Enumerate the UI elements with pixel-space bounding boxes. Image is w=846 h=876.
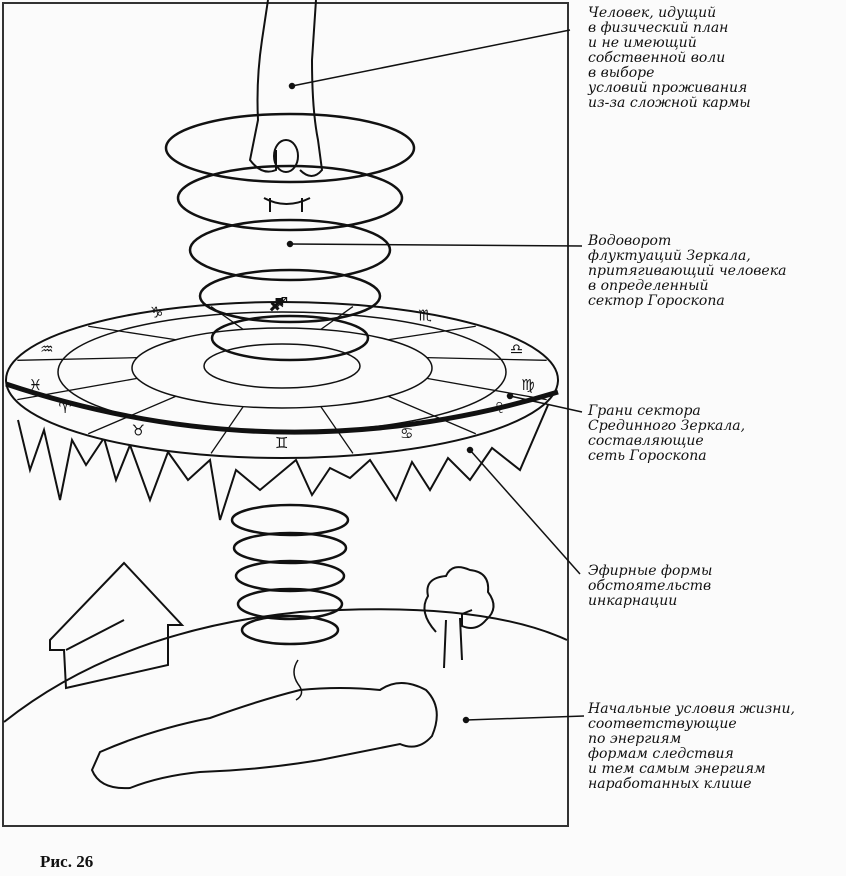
annotation-line: составляющие — [588, 433, 704, 449]
figure-caption: Рис. 26 — [40, 852, 94, 871]
upper-spiral — [164, 112, 416, 362]
zodiac-sign: ♑ — [150, 303, 163, 321]
zodiac-sign: ♍ — [521, 376, 534, 394]
navel-cord — [293, 659, 303, 701]
zodiac-sign: ♏ — [418, 307, 432, 325]
annotation-line: в физический план — [588, 20, 729, 36]
annotation-line: Срединного Зеркала, — [588, 418, 746, 434]
drawing-border — [2, 2, 569, 827]
annotation-line: в выборе — [588, 65, 655, 81]
lower-spiral — [230, 503, 350, 646]
annotation-line: Человек, идущий — [588, 5, 717, 21]
svg-text:♐: ♐ — [270, 296, 283, 314]
annotation-line: формам следствия — [588, 746, 734, 762]
annotation-line: флуктуаций Зеркала, — [588, 248, 751, 264]
ether-icicles — [17, 404, 549, 521]
annotation-line: сеть Гороскопа — [588, 448, 707, 464]
annotation-line: в определенный — [588, 278, 709, 294]
zodiac-sign: ♋ — [400, 425, 413, 443]
zodiac-sign: ♓ — [29, 376, 42, 394]
horoscope-disk: ♓ ♒ ♑ ♐ ♏ ♎ ♍ ♌ ♋ ♊ ♉ ♈ — [5, 294, 559, 459]
annotation-line: сектор Гороскопа — [588, 293, 725, 309]
sector-spoke — [387, 395, 477, 435]
annotation-line: соответствующие — [588, 716, 737, 732]
sector-spoke — [17, 356, 138, 361]
annotation-line: и тем самым энергиям — [588, 761, 766, 777]
zodiac-sign: ♌ — [492, 399, 505, 417]
annotation-line: инкарнации — [588, 593, 678, 609]
annotation-line: наработанных клише — [588, 776, 752, 792]
house — [49, 561, 185, 690]
sector-spoke — [320, 406, 354, 454]
sector-spoke — [426, 377, 547, 401]
annotation-line: Начальные условия жизни, — [588, 701, 795, 717]
sector-spoke — [210, 406, 244, 454]
sector-spoke — [426, 356, 547, 361]
annotation-line: условий проживания — [588, 80, 748, 96]
tree — [423, 566, 495, 669]
zodiac-sign: ♐ — [275, 294, 288, 312]
leader-lines — [286, 29, 585, 724]
annotation-line: из-за сложной кармы — [588, 95, 751, 111]
zodiac-sign: ♈ — [58, 399, 71, 417]
annotation-line: собственной воли — [588, 50, 726, 66]
annotation-line: обстоятельств — [588, 578, 712, 594]
sector-spoke — [88, 325, 177, 341]
zodiac-sign: ♉ — [132, 421, 145, 439]
descending-hand: ♐ — [248, 0, 324, 315]
annotation-line: Водоворот — [588, 233, 672, 249]
sector-spoke — [387, 325, 476, 341]
annotation-line: и не имеющий — [588, 35, 697, 51]
zodiac-sign: ♒ — [40, 340, 53, 358]
lying-person — [90, 682, 438, 790]
sector-spoke — [17, 377, 138, 401]
annotation-line: Эфирные формы — [588, 563, 713, 579]
sector-spoke — [87, 395, 177, 435]
annotation-line: Грани сектора — [588, 403, 701, 419]
ground-hill — [3, 608, 568, 723]
annotation-line: по энергиям — [588, 731, 682, 747]
zodiac-sign: ♎ — [510, 340, 523, 358]
annotation-line: притягивающий человека — [588, 263, 787, 279]
zodiac-sign: ♊ — [275, 434, 288, 452]
